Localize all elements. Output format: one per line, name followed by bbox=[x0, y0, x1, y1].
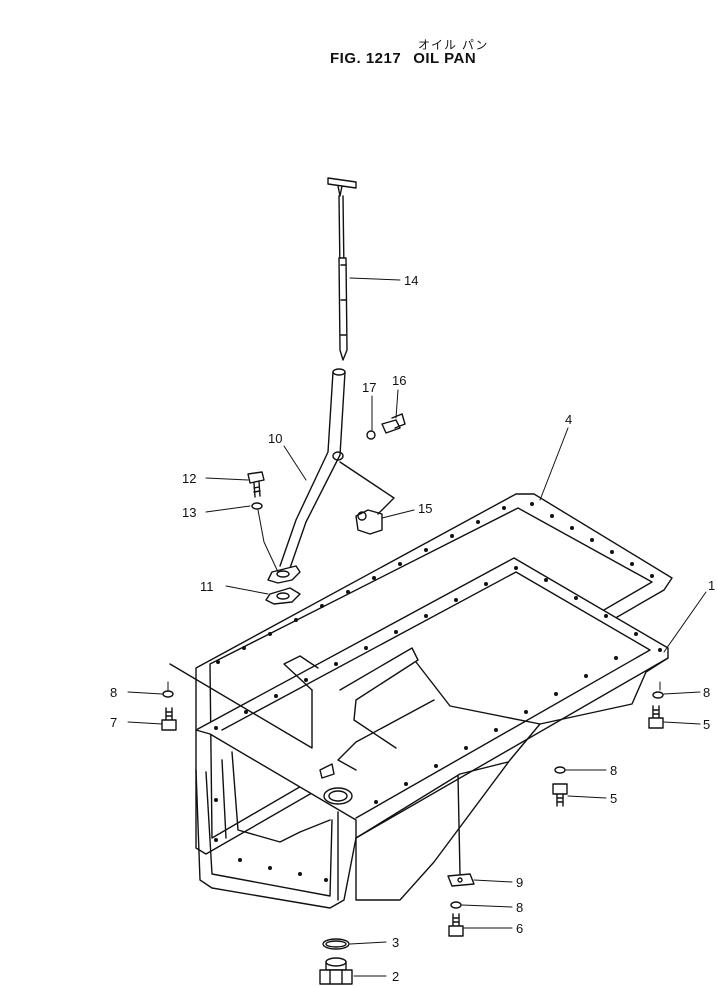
o-ring-3 bbox=[322, 938, 350, 950]
leader-lines bbox=[127, 277, 707, 977]
bracket-9 bbox=[447, 775, 475, 887]
callout-16: 16 bbox=[392, 373, 406, 388]
bolt-12 bbox=[247, 471, 265, 498]
callout-labels: 14 17 16 4 10 12 13 15 11 1 8 7 8 5 8 5 … bbox=[110, 273, 715, 984]
figure-name: OIL PAN bbox=[413, 50, 477, 67]
callout-6: 6 bbox=[516, 921, 523, 936]
oil-pan-body-1 bbox=[169, 557, 669, 909]
callout-2: 2 bbox=[392, 969, 399, 984]
washer-8-a bbox=[162, 690, 174, 698]
title-japanese: オイル パン bbox=[418, 38, 489, 52]
flange-bolt-holes bbox=[214, 502, 662, 882]
callout-11: 11 bbox=[200, 579, 214, 594]
washer-17 bbox=[366, 430, 376, 440]
callout-12: 12 bbox=[182, 471, 196, 486]
callout-8-d: 8 bbox=[516, 900, 523, 915]
washer-8-c bbox=[554, 766, 566, 774]
dipstick-guide-tube bbox=[267, 368, 346, 584]
callout-8-a: 8 bbox=[110, 685, 117, 700]
callout-13: 13 bbox=[182, 505, 196, 520]
callout-15: 15 bbox=[418, 501, 432, 516]
clip-bracket-15 bbox=[339, 461, 395, 535]
figure-title: FIG. 1217 OIL PAN bbox=[330, 50, 476, 67]
drain-plug-2 bbox=[319, 957, 353, 985]
callout-5-a: 5 bbox=[703, 717, 710, 732]
callout-14: 14 bbox=[404, 273, 418, 288]
figure-number: FIG. 1217 bbox=[330, 50, 402, 67]
washer-8-d bbox=[450, 901, 462, 909]
drain-boss bbox=[319, 763, 353, 805]
callout-3: 3 bbox=[392, 935, 399, 950]
washer-13 bbox=[251, 502, 263, 510]
bolt-16 bbox=[381, 413, 406, 434]
callout-4: 4 bbox=[565, 412, 572, 427]
callout-5-b: 5 bbox=[610, 791, 617, 806]
washer-8-b bbox=[652, 691, 664, 699]
bolt-7 bbox=[161, 707, 177, 731]
bolt-5-a bbox=[648, 705, 664, 729]
bolt-6 bbox=[448, 913, 464, 937]
callout-10: 10 bbox=[268, 431, 282, 446]
callout-1: 1 bbox=[708, 578, 715, 593]
callout-17: 17 bbox=[362, 380, 376, 395]
callout-8-c: 8 bbox=[610, 763, 617, 778]
callout-8-b: 8 bbox=[703, 685, 710, 700]
bolt-5-b bbox=[552, 783, 568, 807]
tube-gasket bbox=[265, 587, 301, 605]
dipstick bbox=[327, 177, 357, 361]
callout-7: 7 bbox=[110, 715, 117, 730]
callout-9: 9 bbox=[516, 875, 523, 890]
